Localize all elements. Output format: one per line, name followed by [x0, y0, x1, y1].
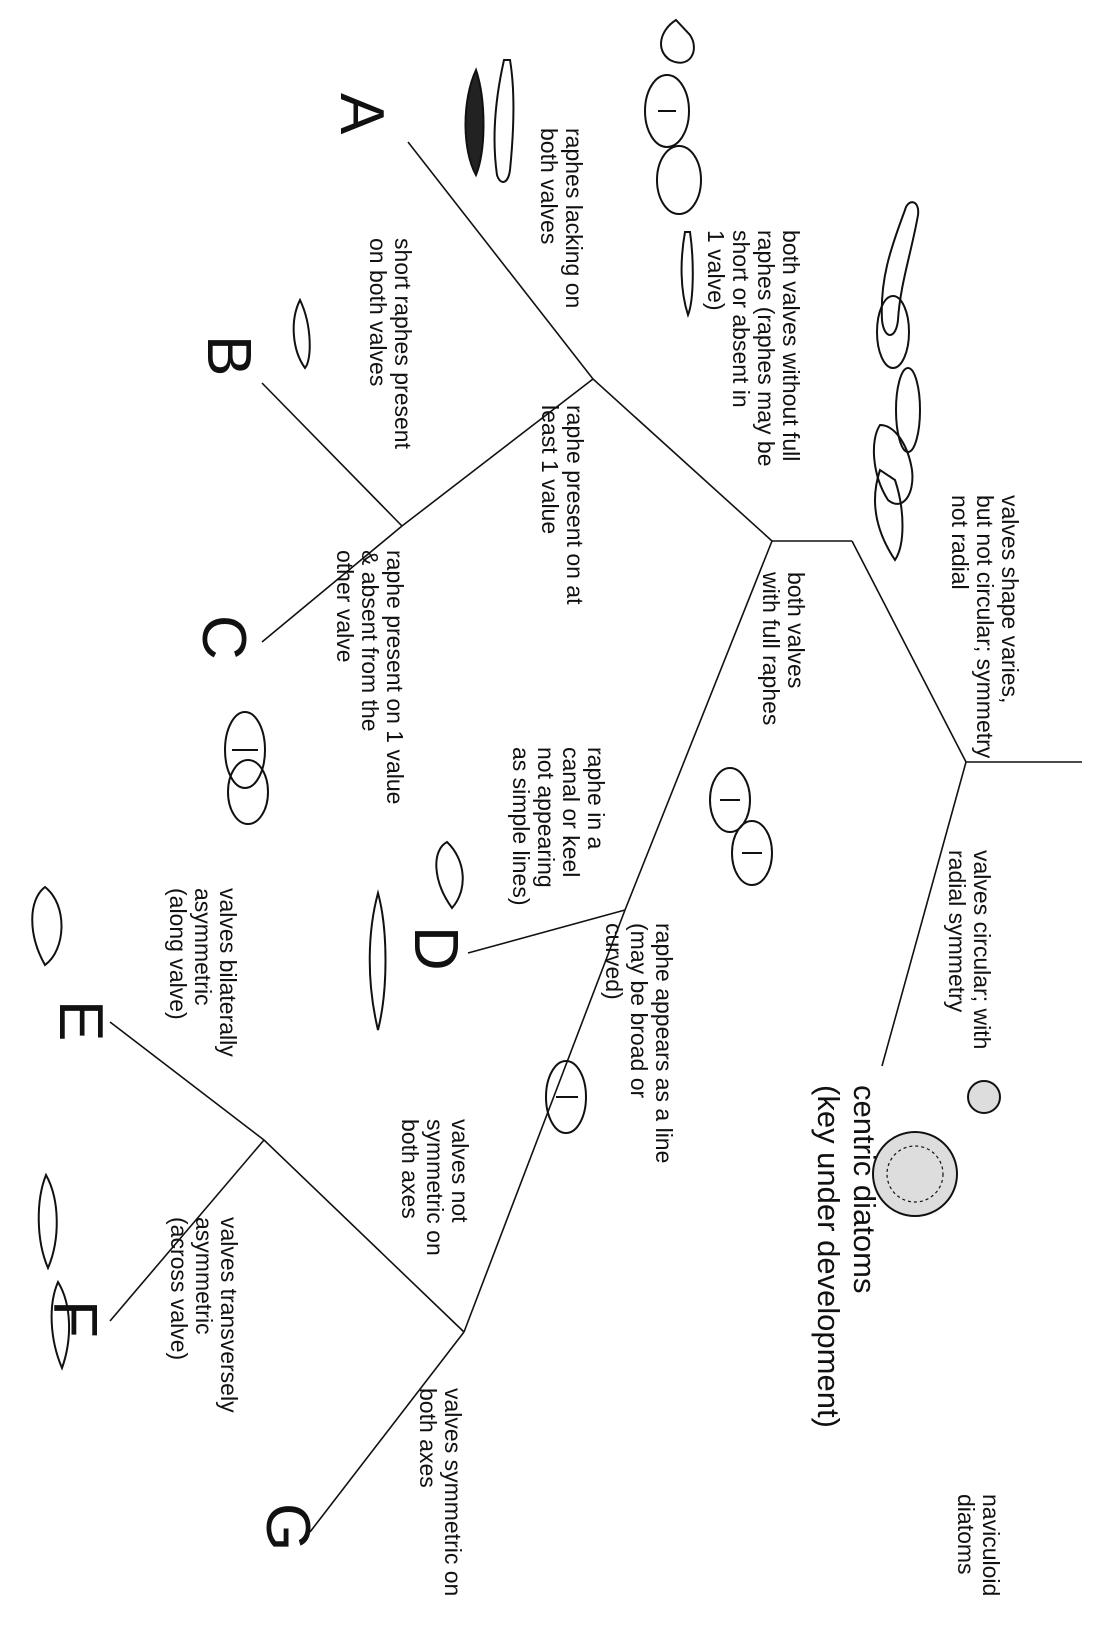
label-A: A — [327, 93, 396, 135]
text-symmetric: valves symmetric on both axes — [415, 1388, 466, 1597]
text-bilateral: valves bilaterally asymmetric (along val… — [165, 888, 241, 1057]
label-B: B — [194, 335, 263, 377]
raphe-less-valves — [464, 18, 702, 318]
text-raphe-present: raphe present on at least 1 value — [537, 405, 588, 605]
text-centric-diatoms: centric diatoms (key under development) — [811, 1085, 882, 1428]
text-raphes-lacking: raphes lacking on both valves — [536, 128, 587, 309]
text-valves-shape-varies: valves shape varies, but not circular; s… — [947, 495, 1023, 759]
full-raphe-valves — [709, 767, 773, 886]
text-raphe-canal: raphe in a canal or keel not appearing a… — [508, 747, 609, 906]
label-C: C — [189, 615, 258, 660]
label-G: G — [253, 1503, 322, 1552]
diatom-sketches — [31, 18, 921, 1371]
text-raphe-line: raphe appears as a line (may be broad or… — [601, 923, 677, 1164]
one-raphe-valves — [224, 711, 269, 825]
text-with-full: both valves with full raphes — [758, 572, 809, 726]
label-F: F — [40, 1300, 109, 1338]
text-transverse: valves transversely asymmetric (across v… — [166, 1217, 242, 1413]
line-raphe-valve — [545, 1060, 587, 1134]
text-short-raphes: short raphes present on both valves — [365, 238, 416, 449]
text-naviculoid: naviculoid diatoms — [953, 1494, 1004, 1597]
transverse-asymmetric-valves — [37, 1172, 70, 1371]
label-D: D — [401, 926, 470, 971]
bilateral-asymmetric-valve — [31, 885, 63, 967]
centric-sketches — [872, 1080, 1001, 1217]
text-not-symmetric: valves not symmetric on both axes — [397, 1119, 473, 1256]
key-branches — [109, 141, 1082, 1533]
text-raphe-one: raphe present on 1 value & absent from t… — [332, 550, 408, 805]
text-valves-circular: valves circular; with radial symmetry — [944, 850, 995, 1050]
valve-sketches-column — [872, 201, 921, 562]
text-without-full: both valves without full raphes (raphes … — [703, 230, 804, 467]
label-E: E — [46, 1000, 115, 1042]
short-raphe-valve — [292, 297, 311, 370]
canal-raphe-valves — [368, 840, 464, 1031]
